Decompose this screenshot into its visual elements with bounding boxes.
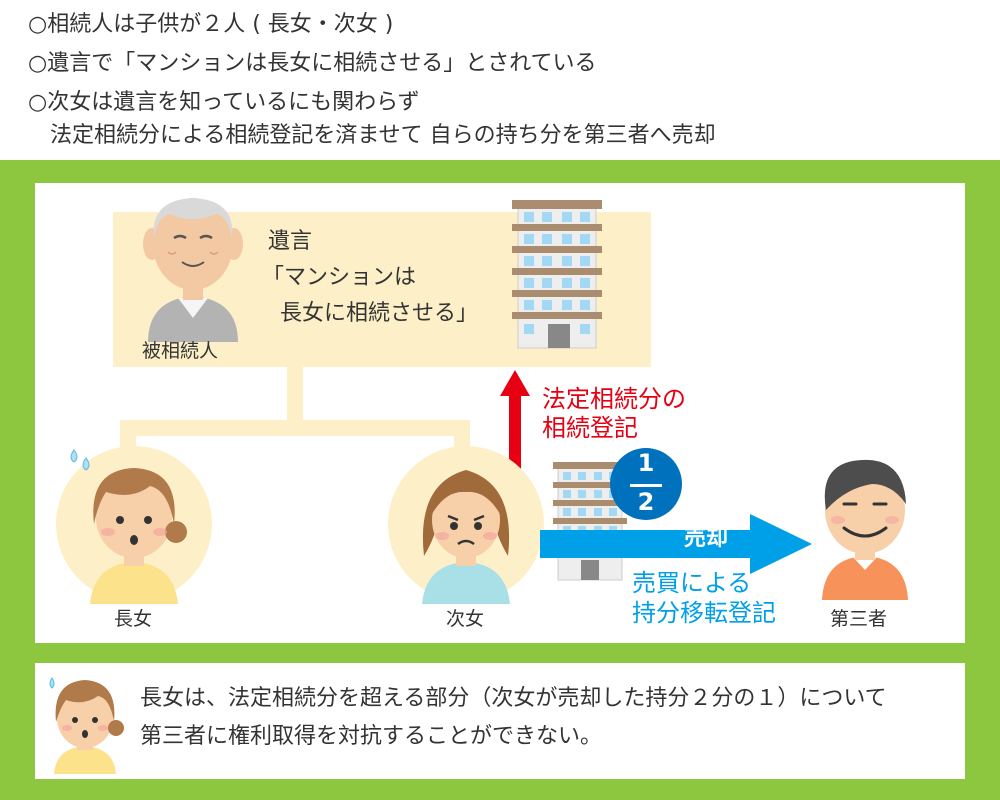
sweat-icon — [70, 449, 90, 471]
will-line-1: 「マンションは — [262, 265, 417, 290]
connector-vertical — [287, 367, 303, 425]
third-party-icon — [822, 459, 908, 600]
fraction-denominator: 2 — [637, 488, 655, 516]
registration-line-1: 法定相続分の — [542, 385, 686, 413]
note-box — [35, 663, 965, 779]
registration-arrow — [500, 370, 530, 485]
sale-arrow-label: 売却 — [684, 526, 729, 551]
condition-line-1: ○相続人は子供が２人 ( 長女・次女 ) — [28, 12, 394, 37]
will-title: 遺言 — [268, 229, 313, 254]
connector-horizontal — [120, 420, 470, 436]
second-label: 次女 — [446, 608, 485, 630]
eldest-label: 長女 — [114, 608, 153, 630]
grandfather-icon — [143, 198, 243, 342]
condition-line-4: 法定相続分による相続登記を済ませて 自らの持ち分を第三者へ売却 — [28, 123, 716, 148]
will-line-2: 長女に相続させる」 — [280, 301, 479, 326]
eldest-daughter-icon — [56, 446, 212, 604]
second-daughter-icon — [388, 446, 544, 604]
fraction-numerator: 1 — [637, 449, 655, 477]
note-line-2: 第三者に権利取得を対抗することができない。 — [140, 724, 603, 749]
note-line-1: 長女は、法定相続分を超える部分（次女が売却した持分２分の１）について — [140, 686, 887, 711]
deceased-label: 被相続人 — [142, 340, 219, 362]
condition-line-2: ○遺言で「マンションは長女に相続させる」とされている — [28, 51, 597, 76]
sale-line-1: 売買による — [632, 569, 752, 597]
condition-line-3: ○次女は遺言を知っているにも関わらず — [28, 90, 420, 115]
fraction-bar — [630, 484, 662, 487]
sale-arrow — [540, 514, 812, 574]
sale-line-2: 持分移転登記 — [632, 599, 776, 627]
third-party-label: 第三者 — [830, 608, 888, 630]
eldest-daughter-note-icon — [49, 677, 124, 774]
apartment-building-icon — [512, 200, 602, 349]
registration-line-2: 相続登記 — [542, 414, 638, 442]
